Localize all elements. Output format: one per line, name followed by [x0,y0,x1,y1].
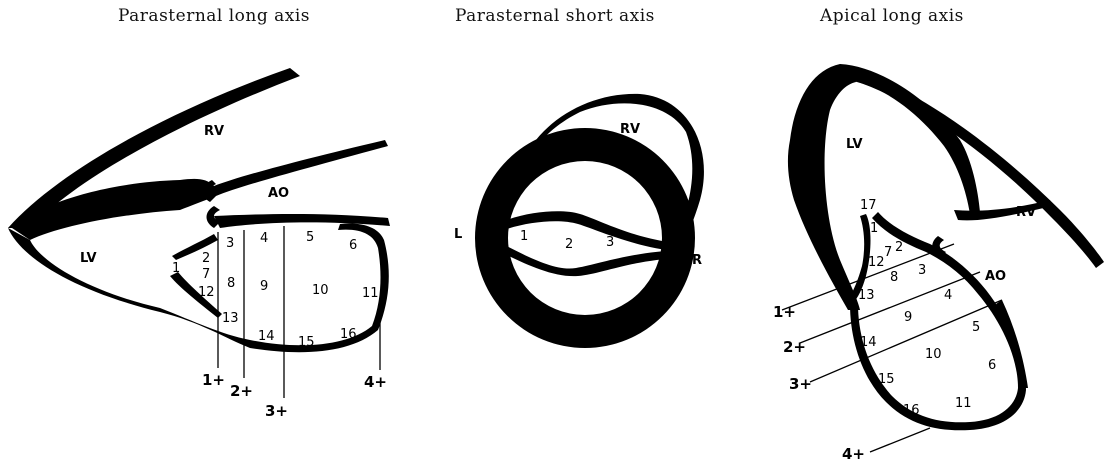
psax-label-rv: RV [620,122,640,137]
alax-segment-5: 5 [972,320,980,335]
alax-segment-1: 1 [870,221,878,236]
alax-rv-outer-wall [852,70,1104,268]
alax-cut-label-4: 4+ [842,445,865,463]
plax-segment-8: 8 [227,276,235,291]
alax-segment-12: 12 [868,255,885,270]
plax-segment-12: 12 [198,285,215,300]
alax-segment-15: 15 [878,372,895,387]
alax-segment-3: 3 [918,263,926,278]
alax-segment-14: 14 [860,335,877,350]
alax-segment-16: 16 [903,403,920,418]
psax-lv-ring [475,128,695,348]
alax-segment-11: 11 [955,396,972,411]
alax-label-rv: RV [1016,205,1036,220]
plax-segment-6: 6 [349,238,357,253]
psax-label-right: R [692,253,702,268]
psax-label-left: L [454,227,462,242]
alax-label-ao: AO [985,269,1006,284]
alax-segment-2: 2 [895,240,903,255]
plax-segment-7: 7 [202,267,210,282]
psax-segment-1: 1 [520,229,528,244]
alax-segment-8: 8 [890,270,898,285]
alax-segment-17: 17 [860,198,877,213]
alax-cut-label-3: 3+ [789,375,812,393]
alax-segment-7: 7 [884,245,892,260]
plax-cut-label-3: 3+ [265,402,288,420]
plax-segment-16: 16 [340,327,357,342]
plax-cut-label-4: 4+ [364,373,387,391]
plax-segment-2: 2 [202,251,210,266]
alax-segment-9: 9 [904,310,912,325]
plax-cut-label-2: 2+ [230,382,253,400]
plax-segment-5: 5 [306,230,314,245]
plax-segment-1: 1 [172,261,180,276]
alax-cut-line-4 [870,428,930,452]
alax-segment-10: 10 [925,347,942,362]
alax-diagram: LV RV AO 1 2 3 4 5 6 7 8 9 10 11 12 13 1… [773,64,1104,463]
plax-diagram: RV AO LV 1 2 3 4 5 6 7 8 9 10 11 12 13 1… [8,68,390,420]
alax-label-lv: LV [846,137,863,152]
alax-lv-anterior-wall [788,64,860,310]
alax-cut-label-1: 1+ [773,303,796,321]
plax-segment-11: 11 [362,286,379,301]
psax-segment-2: 2 [565,237,573,252]
plax-segment-15: 15 [298,335,315,350]
plax-segment-3: 3 [226,236,234,251]
plax-segment-4: 4 [260,231,268,246]
plax-segment-14: 14 [258,329,275,344]
alax-segment-4: 4 [944,288,952,303]
plax-label-ao: AO [268,186,289,201]
plax-segment-9: 9 [260,279,268,294]
alax-cut-label-2: 2+ [783,338,806,356]
plax-label-lv: LV [80,251,97,266]
alax-segment-13: 13 [858,288,875,303]
plax-segment-10: 10 [312,283,329,298]
psax-segment-3: 3 [606,235,614,250]
plax-cut-label-1: 1+ [202,371,225,389]
plax-label-rv: RV [204,124,224,139]
psax-diagram: RV L R 1 2 3 [454,94,704,348]
plax-segment-13: 13 [222,311,239,326]
plax-mitral-anterior [172,234,218,260]
alax-segment-6: 6 [988,358,996,373]
